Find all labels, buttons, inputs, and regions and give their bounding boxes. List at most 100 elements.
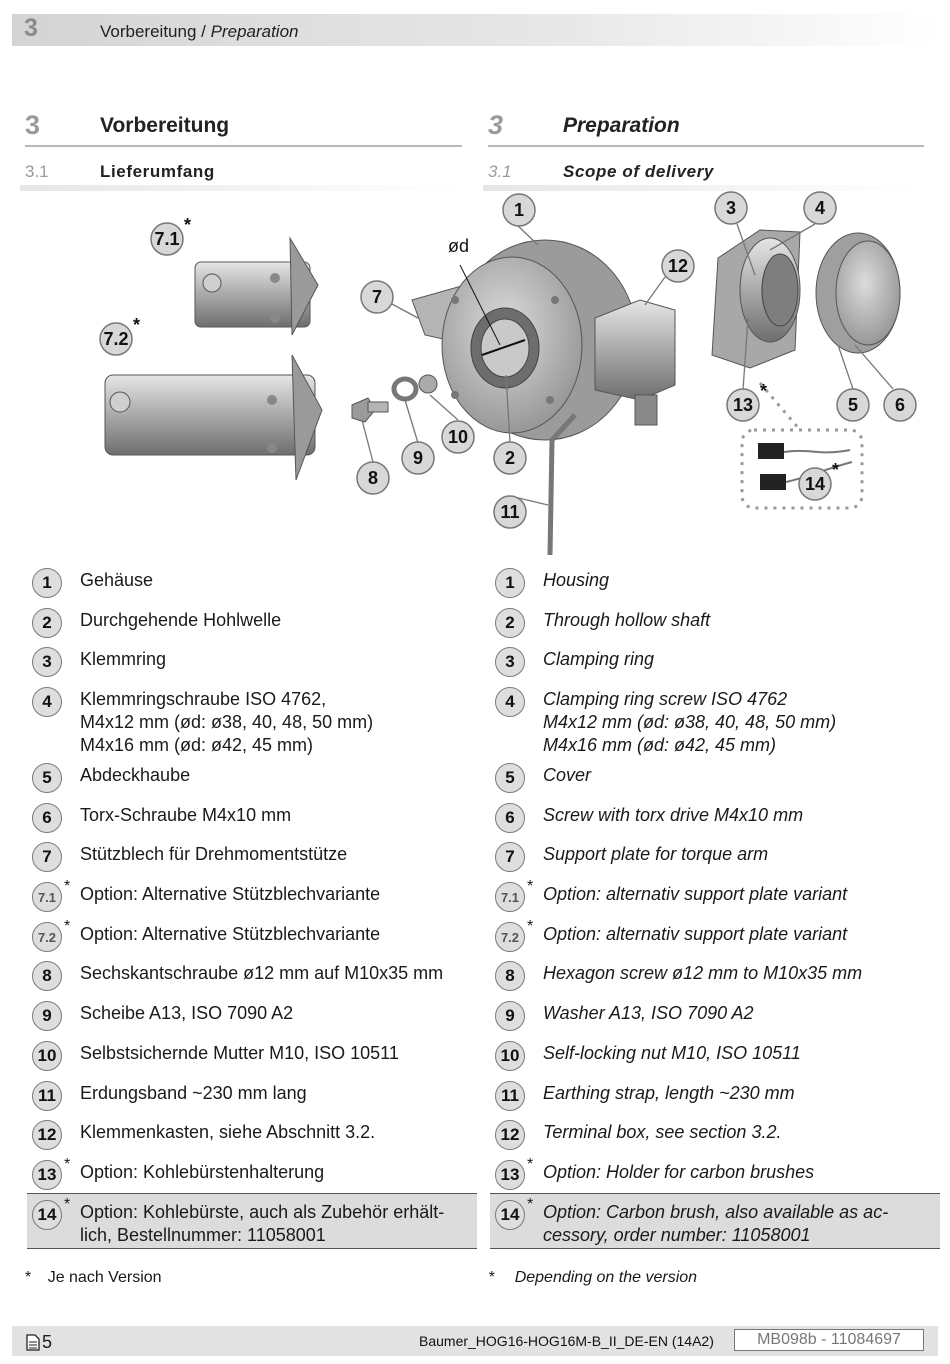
right-item-text: Cover xyxy=(543,764,943,787)
figure-callout-circle xyxy=(803,191,837,225)
figure-callout: 6 xyxy=(883,388,917,422)
right-item-text-line: Support plate for torque arm xyxy=(543,844,769,864)
figure-callout: 12 xyxy=(661,249,695,283)
figure-callout-label: 12 xyxy=(668,256,688,276)
figure-callout-circle xyxy=(356,461,390,495)
right-item-number-badge: 3 xyxy=(495,647,525,677)
figure-callout-label: 5 xyxy=(848,395,858,415)
hexagon-screw-washer-nut-drawing xyxy=(351,374,438,423)
left-item-text: Option: Kohlebürste, auch als Zubehör er… xyxy=(80,1201,480,1247)
right-heading-rule xyxy=(488,145,924,147)
left-item-text-line: lich, Bestellnummer: 11058001 xyxy=(80,1225,326,1245)
figure-callout-circle xyxy=(99,322,133,356)
right-item-text-line: Hexagon screw ø12 mm to M10x35 mm xyxy=(543,963,863,983)
figure-callout-circle xyxy=(493,441,527,475)
figure-callout-circle xyxy=(798,467,832,501)
left-item-text: Option: Kohlebürstenhalterung xyxy=(80,1161,480,1184)
right-item-number-badge: 6 xyxy=(495,803,525,833)
figure-callout-label: 7.1 xyxy=(154,229,179,249)
right-item-text: Support plate for torque arm xyxy=(543,843,943,866)
left-item-text-line: Erdungsband ~230 mm lang xyxy=(80,1083,307,1103)
header-chapter-number: 3 xyxy=(24,14,38,42)
left-item-text-line: Klemmringschraube ISO 4762, xyxy=(80,689,327,709)
left-item-number-badge: 1 xyxy=(32,568,62,598)
right-chapter-title: Preparation xyxy=(563,114,680,137)
figure-callout: 4 xyxy=(803,191,837,225)
left-item-number-badge: 10 xyxy=(32,1041,62,1071)
figure-callout-circle xyxy=(836,388,870,422)
right-item-option-star: * xyxy=(527,1196,534,1213)
right-item-text: Screw with torx drive M4x10 mm xyxy=(543,804,943,827)
left-item-number-badge: 14 xyxy=(32,1200,62,1230)
right-item-text-line: Cover xyxy=(543,765,592,785)
support-plate-variant-7-2-drawing xyxy=(104,354,323,481)
figure-callout: 7 xyxy=(360,280,394,314)
figure-callout: 2 xyxy=(493,441,527,475)
figure-callout: 9 xyxy=(401,441,435,475)
right-item-number-badge: 9 xyxy=(495,1001,525,1031)
left-chapter-number: 3 xyxy=(25,110,41,140)
figure-callout-star: * xyxy=(832,460,839,480)
left-item-text-line: Option: Kohlebürste, auch als Zubehör er… xyxy=(80,1202,445,1222)
figure-callout-label: 7 xyxy=(372,287,382,307)
right-item-text: Clamping ring xyxy=(543,648,943,671)
left-footnote: * Je nach Version xyxy=(25,1269,162,1287)
right-item-option-star: * xyxy=(527,1156,534,1173)
clamping-ring-drawing xyxy=(711,229,801,369)
right-item-text: Washer A13, ISO 7090 A2 xyxy=(543,1002,943,1025)
right-item-text-line: cessory, order number: 11058001 xyxy=(543,1225,811,1245)
figure-callout-label: 2 xyxy=(505,448,515,468)
figure-callout: 11 xyxy=(493,495,527,529)
right-item-text: Through hollow shaft xyxy=(543,609,943,632)
leader-lines xyxy=(361,223,894,506)
left-chapter-title: Vorbereitung xyxy=(100,114,230,137)
figure-callout-circle xyxy=(150,222,184,256)
header-title-de: Vorbereitung xyxy=(100,22,197,41)
right-item-text: Terminal box, see section 3.2. xyxy=(543,1121,943,1144)
right-item-text-line: Terminal box, see section 3.2. xyxy=(543,1122,782,1142)
figure-callout-circle xyxy=(661,249,695,283)
left-item-number-badge: 2 xyxy=(32,608,62,638)
right-item-text: Option: alternativ support plate variant xyxy=(543,923,943,946)
left-item-number-badge: 7.2 xyxy=(32,922,62,952)
document-code: MB098b - 11084697 xyxy=(734,1329,924,1351)
left-item-number-badge: 4 xyxy=(32,687,62,717)
left-item-text-line: M4x12 mm (ød: ø38, 40, 48, 50 mm) xyxy=(80,712,374,732)
right-footnote: * Depending on the version xyxy=(488,1269,697,1287)
figure-callout: 8 xyxy=(356,461,390,495)
earthing-strap-drawing xyxy=(547,413,577,556)
left-item-number-badge: 8 xyxy=(32,961,62,991)
left-item-text-line: Option: Kohlebürstenhalterung xyxy=(80,1162,325,1182)
right-item-text-line: M4x16 mm (ød: ø42, 45 mm) xyxy=(543,735,777,755)
left-section-rule xyxy=(20,185,460,191)
left-item-text-line: Torx-Schraube M4x10 mm xyxy=(80,805,292,825)
left-item-text-line: Option: Alternative Stützblechvariante xyxy=(80,884,381,904)
figure-callout-circle xyxy=(714,191,748,225)
right-item-text-line: Washer A13, ISO 7090 A2 xyxy=(543,1003,754,1023)
figure-callout: 1 xyxy=(502,193,536,227)
document-icon xyxy=(26,1334,40,1351)
left-item-text-line: Durchgehende Hohlwelle xyxy=(80,610,282,630)
right-item-14-highlight xyxy=(490,1193,940,1249)
left-item-text-line: Gehäuse xyxy=(80,570,154,590)
right-item-number-badge: 8 xyxy=(495,961,525,991)
right-item-text-line: Screw with torx drive M4x10 mm xyxy=(543,805,804,825)
figure-callout-label: 3 xyxy=(726,198,736,218)
left-item-text: Sechskantschraube ø12 mm auf M10x35 mm xyxy=(80,962,480,985)
left-item-text-line: Abdeckhaube xyxy=(80,765,191,785)
figure-callout: 7.1* xyxy=(150,215,191,256)
figure-callout-star: * xyxy=(133,315,140,335)
left-item-text: Klemmenkasten, siehe Abschnitt 3.2. xyxy=(80,1121,480,1144)
figure-callout: 10 xyxy=(441,420,475,454)
right-item-number-badge: 14 xyxy=(495,1200,525,1230)
left-item-text: Selbstsichernde Mutter M10, ISO 10511 xyxy=(80,1042,480,1065)
right-item-number-badge: 2 xyxy=(495,608,525,638)
left-item-text-line: Stützblech für Drehmomentstütze xyxy=(80,844,348,864)
figure-callout-circle xyxy=(360,280,394,314)
left-heading-rule xyxy=(25,145,462,147)
right-footnote-mark: * xyxy=(488,1269,495,1286)
page-number-group: 5 xyxy=(26,1332,52,1353)
right-item-number-badge: 7.1 xyxy=(495,882,525,912)
left-item-text: Torx-Schraube M4x10 mm xyxy=(80,804,480,827)
